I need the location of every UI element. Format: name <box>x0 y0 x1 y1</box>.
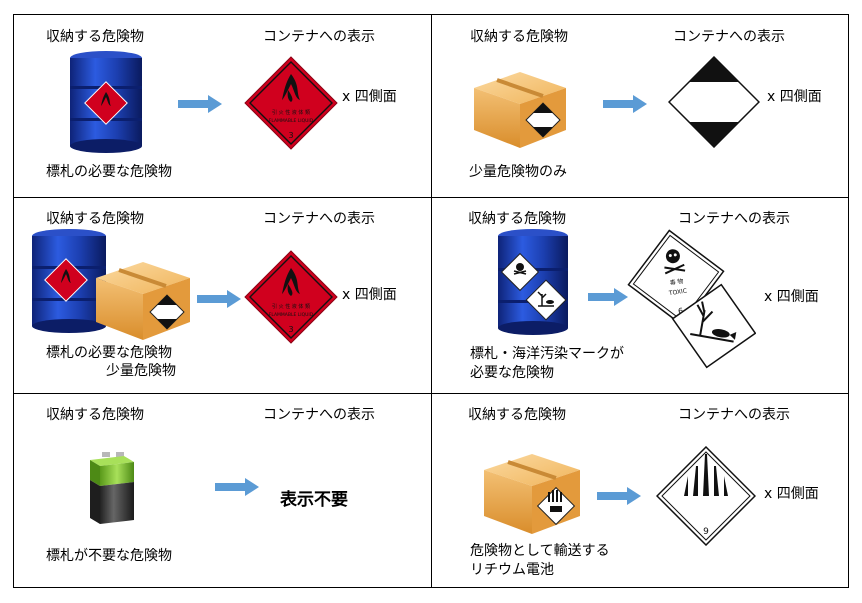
cell3-header-left: 収納する危険物 <box>46 211 144 227</box>
cell4-caption-line2: 必要な危険物 <box>470 365 554 381</box>
toxic-placard-class: 6 <box>678 306 684 316</box>
placard-line2: FLAMMABLE LIQUID <box>269 312 314 318</box>
cell4-header-right: コンテナへの表示 <box>678 211 790 227</box>
box-icon <box>484 454 580 534</box>
placard-line2: FLAMMABLE LIQUID <box>269 118 314 124</box>
cell6-header-left: 収納する危険物 <box>468 407 566 423</box>
cell3-caption-line1: 標札の必要な危険物 <box>46 345 172 361</box>
cell4-header-left: 収納する危険物 <box>468 211 566 227</box>
cell6-header-right: コンテナへの表示 <box>678 407 790 423</box>
placard-class: 3 <box>288 131 293 140</box>
row-divider-2 <box>13 393 849 394</box>
arrow-icon <box>588 288 628 306</box>
placard-class: 3 <box>288 325 293 334</box>
drum-icon <box>70 51 142 153</box>
placard-line1: 引 火 性 液 体 類 <box>272 303 310 310</box>
cell1-multiplier: x 四側面 <box>342 89 397 105</box>
arrow-icon <box>178 95 222 113</box>
flammable-placard-icon: 引 火 性 液 体 類 FLAMMABLE LIQUID 3 <box>244 56 338 150</box>
cell5-header-left: 収納する危険物 <box>46 407 144 423</box>
limited-quantity-mark-icon <box>668 56 760 148</box>
toxic-placard-kanji: 毒 物 <box>669 277 684 287</box>
drum-icon <box>498 229 568 335</box>
cell1-header-right: コンテナへの表示 <box>263 29 375 45</box>
arrow-icon <box>597 487 641 505</box>
arrow-icon <box>215 478 259 496</box>
cell6-caption-line1: 危険物として輸送する <box>470 543 610 559</box>
cell3-caption-line2: 少量危険物 <box>106 363 176 379</box>
cell3-header-right: コンテナへの表示 <box>263 211 375 227</box>
cell6-multiplier: x 四側面 <box>764 486 819 502</box>
toxic-placard-word: TOXIC <box>668 288 688 298</box>
class9-placard-icon: 9 <box>656 446 756 546</box>
box-icon <box>96 262 190 340</box>
cell2-header-right: コンテナへの表示 <box>673 29 785 45</box>
no-display-required-text: 表示不要 <box>280 490 348 510</box>
battery-icon <box>90 452 134 524</box>
cell1-caption: 標札の必要な危険物 <box>46 164 172 180</box>
flammable-placard-icon: 引 火 性 液 体 類 FLAMMABLE LIQUID 3 <box>244 250 338 344</box>
cell1-header-left: 収納する危険物 <box>46 29 144 45</box>
cell2-header-left: 収納する危険物 <box>470 29 568 45</box>
row-divider-1 <box>13 197 849 198</box>
cell4-caption-line1: 標札・海洋汚染マークが <box>470 346 624 362</box>
class9-placard-class: 9 <box>703 527 709 537</box>
cell2-multiplier: x 四側面 <box>767 89 822 105</box>
cell6-caption-line2: リチウム電池 <box>470 562 554 578</box>
arrow-icon <box>197 290 241 308</box>
placard-line1: 引 火 性 液 体 類 <box>272 109 310 116</box>
cell3-multiplier: x 四側面 <box>342 287 397 303</box>
column-divider <box>431 14 432 588</box>
cell2-caption: 少量危険物のみ <box>469 164 567 180</box>
cell5-header-right: コンテナへの表示 <box>263 407 375 423</box>
box-icon <box>474 72 566 148</box>
drum-icon <box>32 229 106 333</box>
toxic-and-marine-pollutant-placards-icon: 毒 物 TOXIC 6 <box>627 229 756 369</box>
cell5-caption: 標札が不要な危険物 <box>46 548 172 564</box>
arrow-icon <box>603 95 647 113</box>
cell4-multiplier: x 四側面 <box>764 289 819 305</box>
